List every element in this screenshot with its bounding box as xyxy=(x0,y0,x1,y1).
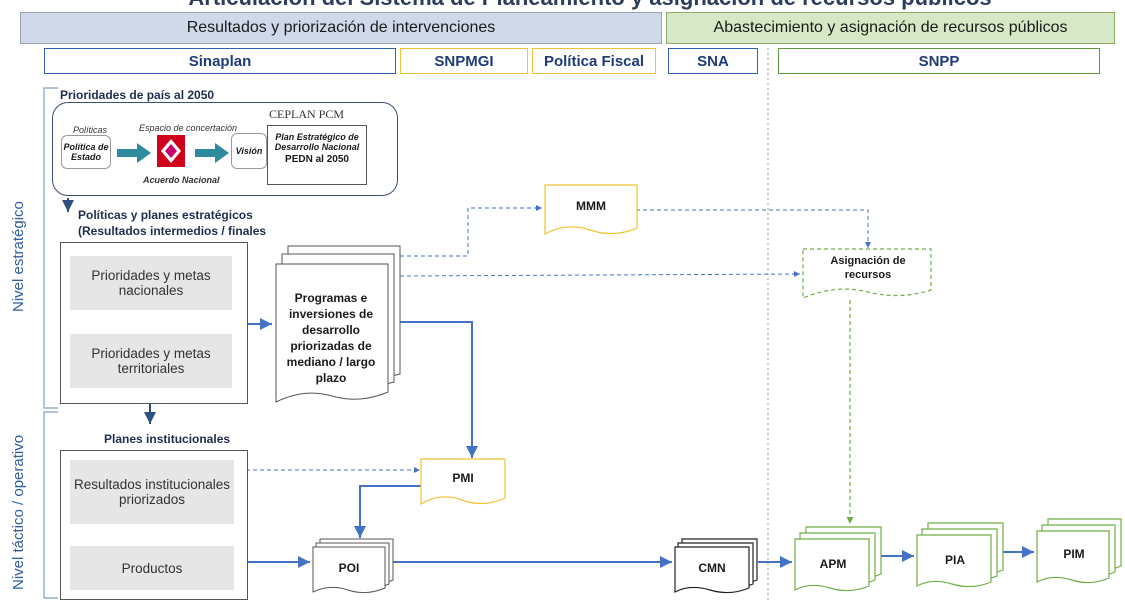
resultados-institucionales-label: Resultados institucionales priorizados xyxy=(73,477,231,507)
band-abastecimiento-label: Abastecimiento y asignación de recursos … xyxy=(713,19,1068,36)
bracket-estrategico xyxy=(43,87,58,409)
resultados-institucionales-box: Resultados institucionales priorizados xyxy=(70,460,234,524)
arrow-right-icon xyxy=(117,143,151,163)
prioridades-pais-header: Prioridades de país al 2050 xyxy=(60,88,215,102)
politica-estado-label: Política de Estado xyxy=(63,142,109,162)
logos-label: CEPLAN PCM xyxy=(269,107,345,121)
cmn-doc xyxy=(674,538,758,594)
cmn-label: CMN xyxy=(698,561,726,575)
prioridades-territoriales-box: Prioridades y metas territoriales xyxy=(70,334,232,388)
system-snpmgi-label: SNPMGI xyxy=(434,52,494,70)
prioridades-nacionales-box: Prioridades y metas nacionales xyxy=(70,256,232,310)
mmm-doc xyxy=(544,184,638,236)
band-abastecimiento: Abastecimiento y asignación de recursos … xyxy=(666,12,1115,44)
pedn-label: PEDN al 2050 xyxy=(285,154,349,165)
espacio-label: Espacio de concertación xyxy=(139,123,238,133)
system-politica-fiscal-label: Política Fiscal xyxy=(543,52,645,70)
politicas-planes-line1: Políticas y planes estratégicos xyxy=(78,208,253,222)
programas-label: Programas e inversiones de desarrollo pr… xyxy=(286,291,376,385)
apm-label: APM xyxy=(819,557,847,571)
mmm-label: MMM xyxy=(576,199,606,213)
pmi-doc xyxy=(420,458,506,506)
system-sna: SNA xyxy=(668,48,758,74)
system-snpp: SNPP xyxy=(778,48,1100,74)
plan-small-label: Plan Estratégico de Desarrollo Nacional xyxy=(274,132,360,152)
vision-label: Visión xyxy=(235,146,263,156)
system-snpp-label: SNPP xyxy=(918,52,960,70)
prioridades-pais-panel: Políticas Política de Estado Espacio de … xyxy=(52,102,398,196)
acuerdo-nacional-logo-icon xyxy=(157,135,185,167)
vision-box: Visión xyxy=(231,133,267,169)
system-sinaplan-label: Sinaplan xyxy=(188,52,252,70)
asignacion-label: Asignación de recursos xyxy=(830,255,906,281)
politicas-small-label: Políticas xyxy=(73,125,108,135)
pim-doc xyxy=(1036,518,1122,584)
productos-label: Productos xyxy=(121,560,183,576)
politicas-planes-line2: (Resultados intermedios / finales xyxy=(78,224,267,238)
prioridades-territoriales-label: Prioridades y metas territoriales xyxy=(91,346,211,376)
system-sinaplan: Sinaplan xyxy=(44,48,396,74)
planes-institucionales-header: Planes institucionales xyxy=(104,432,231,446)
apm-doc xyxy=(794,526,882,592)
pmi-label: PMI xyxy=(452,471,474,485)
acuerdo-label: Acuerdo Nacional xyxy=(143,175,220,185)
arrow-right-icon xyxy=(195,143,229,163)
page-title: Articulación del Sistema de Planeamiento… xyxy=(150,0,1030,10)
asignacion-doc xyxy=(802,248,932,299)
pia-label: PIA xyxy=(944,553,965,567)
band-resultados-label: Resultados y priorización de intervencio… xyxy=(186,19,496,36)
poi-label: POI xyxy=(338,561,360,575)
prioridades-nacionales-label: Prioridades y metas nacionales xyxy=(91,268,211,298)
programas-doc-stack xyxy=(275,245,401,403)
pia-doc xyxy=(916,522,1004,588)
politica-estado-box: Política de Estado xyxy=(61,135,111,169)
system-politica-fiscal: Política Fiscal xyxy=(532,48,656,74)
pim-label: PIM xyxy=(1063,547,1085,561)
poi-doc xyxy=(312,538,394,594)
pedn-box: Plan Estratégico de Desarrollo Nacional … xyxy=(267,125,367,185)
system-sna-label: SNA xyxy=(697,52,729,70)
band-resultados: Resultados y priorización de intervencio… xyxy=(20,12,662,44)
productos-box: Productos xyxy=(70,546,234,590)
bracket-tactico xyxy=(43,411,58,599)
system-snpmgi: SNPMGI xyxy=(400,48,528,74)
